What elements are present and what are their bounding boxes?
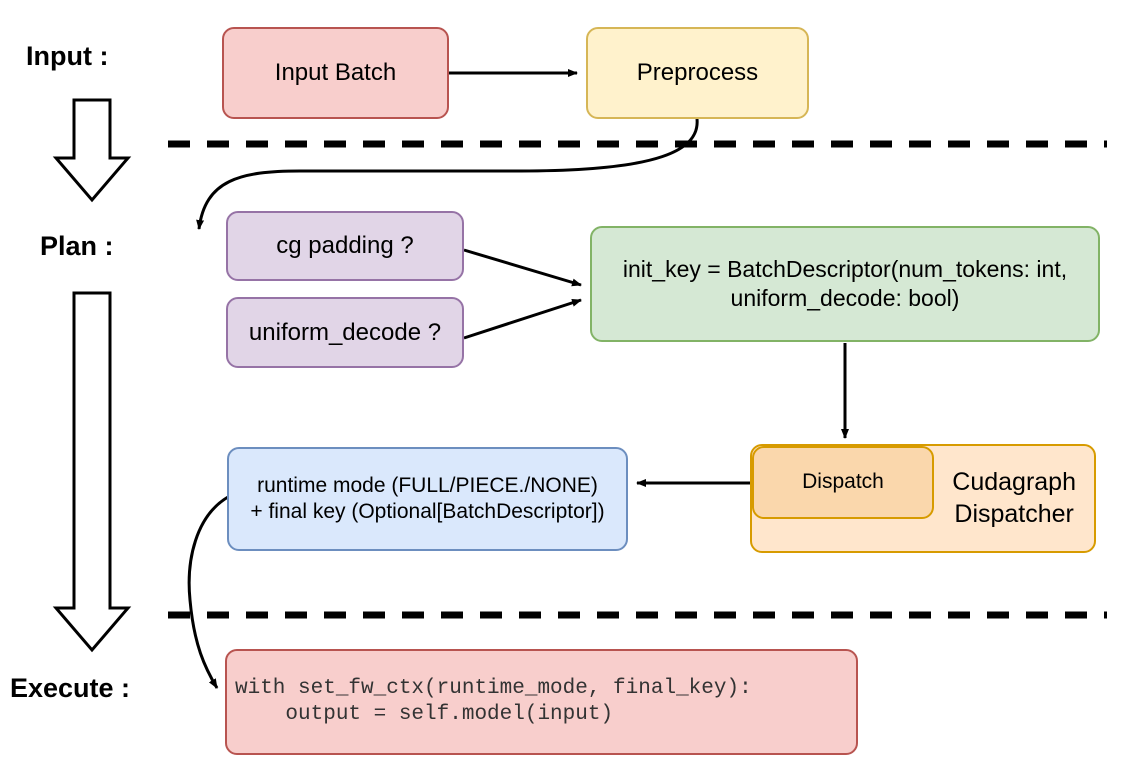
node-dispatch-label: Dispatch bbox=[802, 470, 884, 494]
node-init-key-label: init_key = BatchDescriptor(num_tokens: i… bbox=[622, 256, 1068, 311]
node-uniform-decode-label: uniform_decode ? bbox=[248, 318, 442, 346]
node-cg-padding[interactable]: cg padding ? bbox=[226, 211, 464, 281]
edge-runtime-mode-to-execute-code bbox=[187, 495, 229, 689]
node-preprocess[interactable]: Preprocess bbox=[586, 27, 809, 119]
node-cudagraph-dispatcher-label: Cudagraph Dispatcher bbox=[952, 468, 1076, 528]
node-init-key[interactable]: init_key = BatchDescriptor(num_tokens: i… bbox=[590, 226, 1100, 342]
flow-arrow-plan-to-execute-icon bbox=[52, 291, 132, 653]
node-execute-code[interactable]: with set_fw_ctx(runtime_mode, final_key)… bbox=[225, 649, 858, 755]
node-uniform-decode[interactable]: uniform_decode ? bbox=[226, 297, 464, 368]
stage-label-input: Input : bbox=[26, 41, 109, 71]
edge-cg-padding-to-init-key bbox=[463, 248, 582, 287]
stage-label-execute: Execute : bbox=[10, 673, 131, 703]
stage-label-plan: Plan : bbox=[40, 231, 114, 261]
node-runtime-mode[interactable]: runtime mode (FULL/PIECE./NONE) + final … bbox=[227, 447, 628, 551]
node-runtime-mode-label: runtime mode (FULL/PIECE./NONE) + final … bbox=[250, 473, 605, 523]
edge-uniform-decode-to-init-key bbox=[463, 298, 582, 340]
node-cg-padding-label: cg padding ? bbox=[276, 232, 414, 259]
flow-arrow-input-to-plan-icon bbox=[52, 98, 132, 203]
node-execute-code-label: with set_fw_ctx(runtime_mode, final_key)… bbox=[235, 676, 752, 726]
node-dispatch[interactable]: Dispatch bbox=[752, 446, 934, 519]
node-preprocess-label: Preprocess bbox=[636, 59, 759, 86]
node-input-batch-label: Input Batch bbox=[274, 59, 397, 86]
node-input-batch[interactable]: Input Batch bbox=[222, 27, 449, 119]
